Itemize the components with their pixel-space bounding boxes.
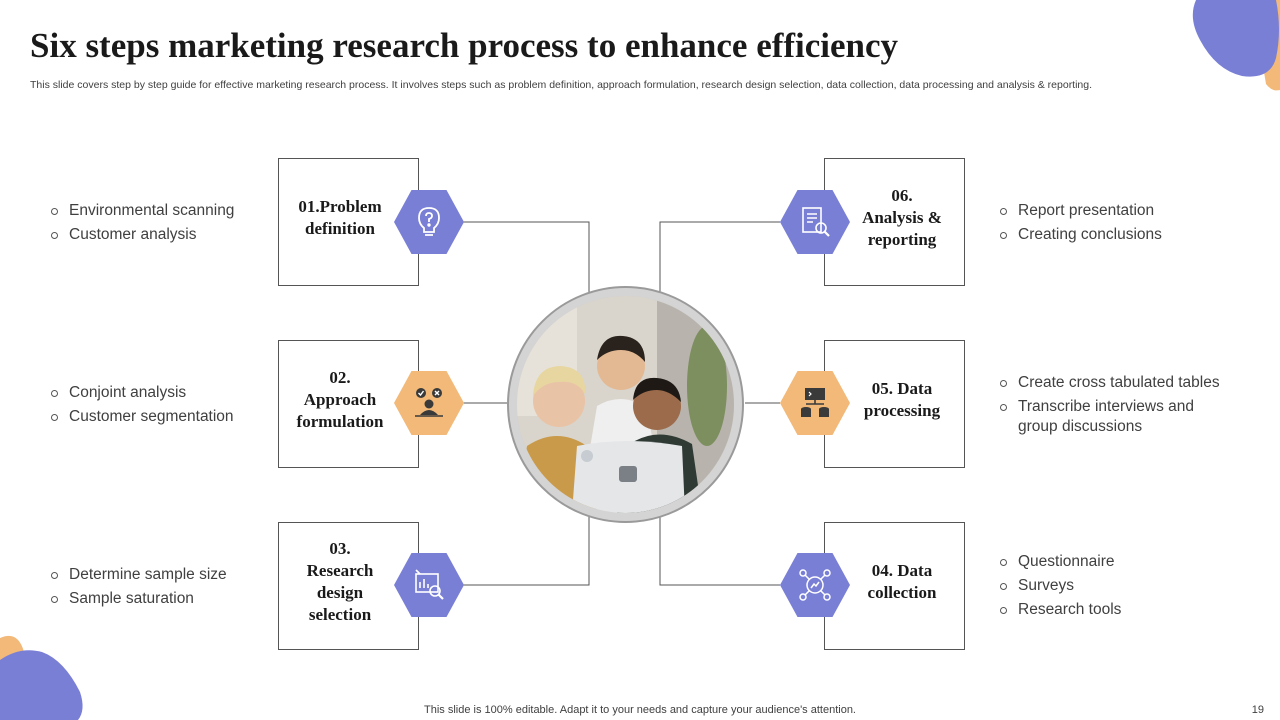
bullet-list-analysis-reporting: Report presentation Creating conclusions	[999, 201, 1239, 249]
team-photo	[517, 296, 734, 513]
bullet-item: Customer analysis	[50, 225, 270, 245]
bullet-item: Surveys	[999, 576, 1239, 596]
step-label-data-collection: 04. Data collection	[867, 561, 937, 602]
bullet-list-research-design-selection: Determine sample size Sample saturation	[50, 565, 270, 613]
bullet-item: Research tools	[999, 600, 1239, 620]
chart-magnifier-icon	[415, 569, 444, 600]
slide-title: Six steps marketing research process to …	[30, 26, 899, 65]
bullet-item: Environmental scanning	[50, 201, 270, 221]
bullet-item: Conjoint analysis	[50, 383, 270, 403]
step-icon-hexagon-data-collection	[780, 553, 850, 617]
slide-subtitle: This slide covers step by step guide for…	[30, 79, 1093, 91]
step-box-data-collection	[824, 522, 965, 650]
bullet-list-data-processing: Create cross tabulated tables Transcribe…	[999, 373, 1239, 441]
database-process-icon	[801, 388, 829, 417]
bullet-item: Report presentation	[999, 201, 1239, 221]
bullet-item: Create cross tabulated tables	[999, 373, 1239, 393]
step-icon-hexagon-research-design-selection	[394, 553, 464, 617]
bullet-item: Determine sample size	[50, 565, 270, 585]
page-number: 19	[1251, 704, 1264, 716]
corner-decoration-top-right	[1192, 0, 1280, 91]
step-label-problem-definition: 01.Problem definition	[298, 197, 382, 238]
bullet-item: Transcribe interviews and	[999, 397, 1239, 417]
step-label-data-processing: 05. Data processing	[863, 379, 941, 420]
slide-footer: This slide is 100% editable. Adapt it to…	[424, 704, 856, 716]
corner-decoration-bottom-left	[0, 635, 83, 720]
step-icon-hexagon-data-processing	[780, 371, 850, 435]
lightbulb-question-icon	[418, 207, 440, 236]
step-icon-hexagon-analysis-reporting	[780, 190, 850, 254]
bullet-list-approach-formulation: Conjoint analysis Customer segmentation	[50, 383, 270, 431]
step-label-research-design-selection: 03. Research design selection	[306, 539, 374, 624]
bullet-list-problem-definition: Environmental scanning Customer analysis	[50, 201, 270, 249]
data-network-icon	[799, 569, 831, 601]
bullet-item: Creating conclusions	[999, 225, 1239, 245]
step-label-approach-formulation: 02. Approach formulation	[296, 368, 384, 431]
step-label-analysis-reporting: 06. Analysis & reporting	[862, 186, 942, 249]
team-decision-icon	[415, 388, 443, 417]
bullet-item: Sample saturation	[50, 589, 270, 609]
bullet-list-data-collection: Questionnaire Surveys Research tools	[999, 552, 1239, 624]
bullet-item: group discussions	[1018, 417, 1143, 435]
team-photo-frame	[507, 286, 744, 523]
report-search-icon	[802, 207, 830, 237]
bullet-item: Questionnaire	[999, 552, 1239, 572]
bullet-item: Customer segmentation	[50, 407, 270, 427]
